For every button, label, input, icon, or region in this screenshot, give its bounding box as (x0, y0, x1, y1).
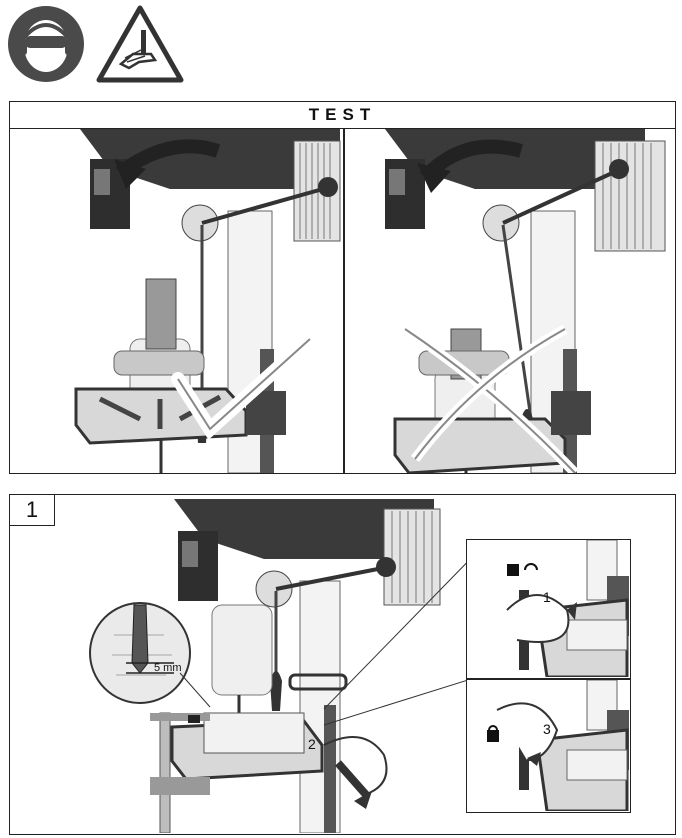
hand-warning-icon (95, 4, 185, 84)
test-panel: TEST (9, 101, 676, 474)
unlock-inset: 1 (466, 539, 631, 679)
step-panel: 1 2 (9, 494, 676, 835)
lock-inset: 3 (466, 679, 631, 813)
test-title: TEST (10, 102, 675, 129)
step-label-2: 2 (308, 736, 316, 752)
step-label-3: 3 (543, 721, 551, 737)
eye-ear-protection-icon (8, 6, 84, 82)
step-number: 1 (10, 495, 55, 526)
panel-divider (343, 128, 345, 473)
depth-measure-label: 5 mm (154, 662, 182, 674)
drill-press-step-illustration: 2 5 mm (89, 499, 474, 833)
drill-press-incorrect-illustration (385, 129, 666, 473)
step-label-1: 1 (543, 589, 551, 605)
drill-press-correct-illustration (74, 129, 341, 473)
